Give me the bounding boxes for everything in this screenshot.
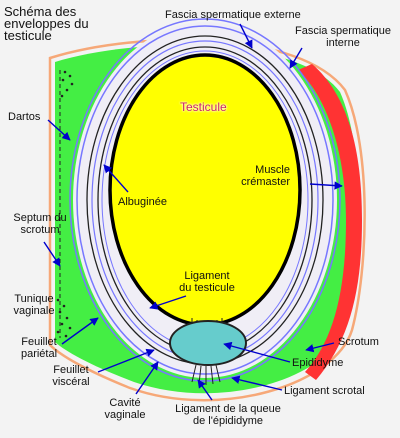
- ligament-scrotal: [191, 364, 221, 385]
- label-feuillet-parietal-line1: Feuillet: [21, 336, 57, 348]
- label-ligament-scrotal: Ligament scrotal: [284, 385, 365, 397]
- label-testicule: Testicule: [180, 100, 227, 114]
- label-feuillet-visceral: Feuillet viscéral: [46, 364, 96, 388]
- label-albuginee: Albuginée: [118, 196, 167, 208]
- label-septum-line2: scrotum: [20, 224, 60, 236]
- label-cavite-line1: Cavité: [109, 397, 141, 409]
- title-line-2: enveloppes du: [4, 16, 89, 31]
- label-fascia-externe: Fascia spermatique externe: [165, 9, 301, 21]
- label-cavite-vaginale: Cavité vaginale: [100, 397, 150, 421]
- title-line-3: testicule: [4, 28, 52, 43]
- arrow-cremaster: [309, 181, 343, 190]
- label-muscle-cremaster: Muscle crémaster: [232, 164, 290, 188]
- label-tunique-vaginale: Tunique vaginale: [4, 293, 64, 317]
- label-epididyme: Epididyme: [292, 357, 344, 369]
- cremaster-muscle: [298, 64, 362, 380]
- arrow-ligament-testicule: [149, 295, 187, 310]
- label-fascia-interne-line1: Fascia spermatique: [295, 25, 391, 37]
- diagram-title: Schéma des enveloppes du testicule: [4, 4, 89, 43]
- label-tunique-line1: Tunique: [14, 293, 54, 305]
- label-dartos: Dartos: [8, 111, 41, 123]
- label-ligament-queue-epididyme: Ligament de la queue de l'épididyme: [166, 403, 290, 427]
- label-septum-line1: Septum du: [13, 212, 67, 224]
- label-ligament-queue-line2: de l'épididyme: [193, 415, 263, 427]
- arrow-ligament-scrotal: [231, 375, 283, 391]
- arrow-ligament-queue: [197, 379, 213, 401]
- label-fascia-interne-line2: interne: [326, 37, 360, 49]
- label-muscle-line1: Muscle: [255, 164, 290, 176]
- arrow-feuillet-parietal: [61, 317, 99, 345]
- arrow-fascia-interne: [289, 47, 303, 69]
- label-ligament-testicule: Ligament du testicule: [162, 270, 252, 294]
- fascia-interne-line: [76, 25, 334, 375]
- label-muscle-line2: crémaster: [241, 176, 290, 188]
- arrow-septum: [43, 241, 61, 267]
- label-feuillet-visceral-line2: viscéral: [52, 376, 90, 388]
- arrow-feuillet-visceral: [97, 348, 155, 373]
- label-ligament-queue-line1: Ligament de la queue: [175, 403, 281, 415]
- label-scrotum: Scrotum: [338, 336, 379, 348]
- label-septum: Septum du scrotum: [2, 212, 78, 236]
- label-feuillet-parietal: Feuillet pariétal: [14, 336, 64, 360]
- title-line-1: Schéma des: [4, 4, 77, 19]
- epididymis: [169, 320, 247, 366]
- arrow-cavite: [135, 361, 159, 395]
- septum-dots: [56, 70, 74, 338]
- label-ligament-testicule-line1: Ligament: [184, 270, 230, 282]
- label-tunique-line2: vaginale: [13, 305, 55, 317]
- arrow-fascia-externe: [239, 23, 253, 49]
- label-feuillet-parietal-line2: pariétal: [20, 348, 58, 360]
- arrow-epididyme: [223, 341, 291, 363]
- arrow-dartos: [47, 119, 71, 141]
- label-cavite-line2: vaginale: [104, 409, 146, 421]
- label-feuillet-visceral-line1: Feuillet: [53, 364, 89, 376]
- label-ligament-testicule-line2: du testicule: [179, 282, 235, 294]
- arrow-albuginee: [103, 164, 129, 193]
- annotation-arrows: [43, 23, 343, 401]
- label-fascia-interne: Fascia spermatique interne: [288, 25, 398, 49]
- arrow-scrotum: [305, 342, 335, 353]
